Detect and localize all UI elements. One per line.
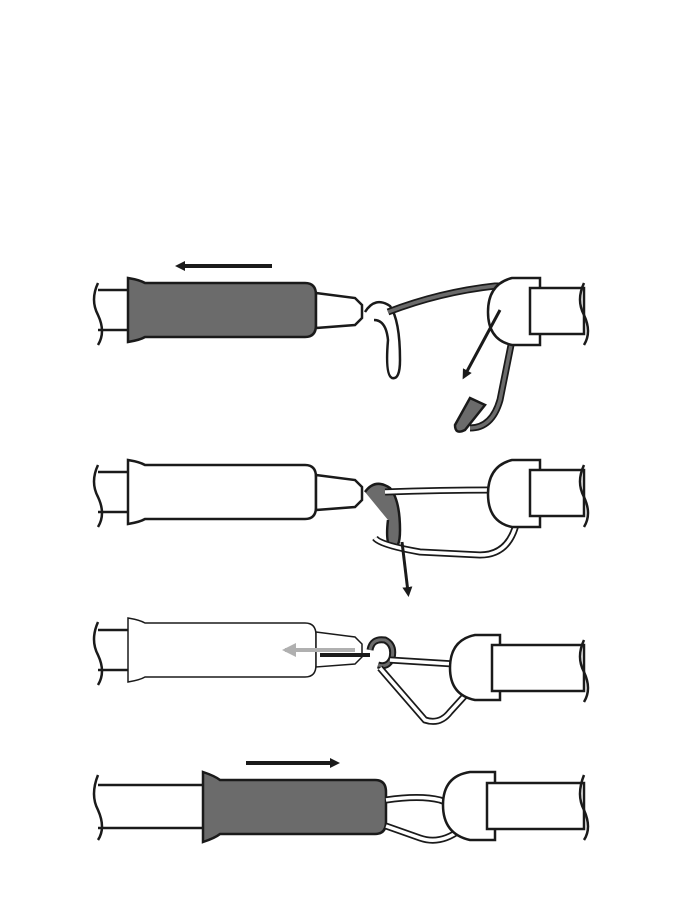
sleeve-dark	[203, 772, 386, 842]
left-cable	[94, 775, 210, 840]
connector	[316, 475, 362, 510]
right-cable	[492, 640, 588, 702]
step-3	[94, 618, 588, 721]
connector	[316, 293, 362, 328]
step-2	[94, 460, 588, 592]
left-cable	[94, 622, 130, 685]
left-cable	[94, 283, 130, 345]
right-cable	[487, 775, 588, 840]
lanyard-hook	[365, 302, 400, 378]
sleeve-light	[128, 460, 316, 524]
sleeve-dark	[128, 278, 316, 342]
step-4	[94, 763, 588, 842]
arrow-pull-down	[465, 310, 500, 375]
left-cable	[94, 465, 130, 527]
step-1	[94, 266, 588, 432]
